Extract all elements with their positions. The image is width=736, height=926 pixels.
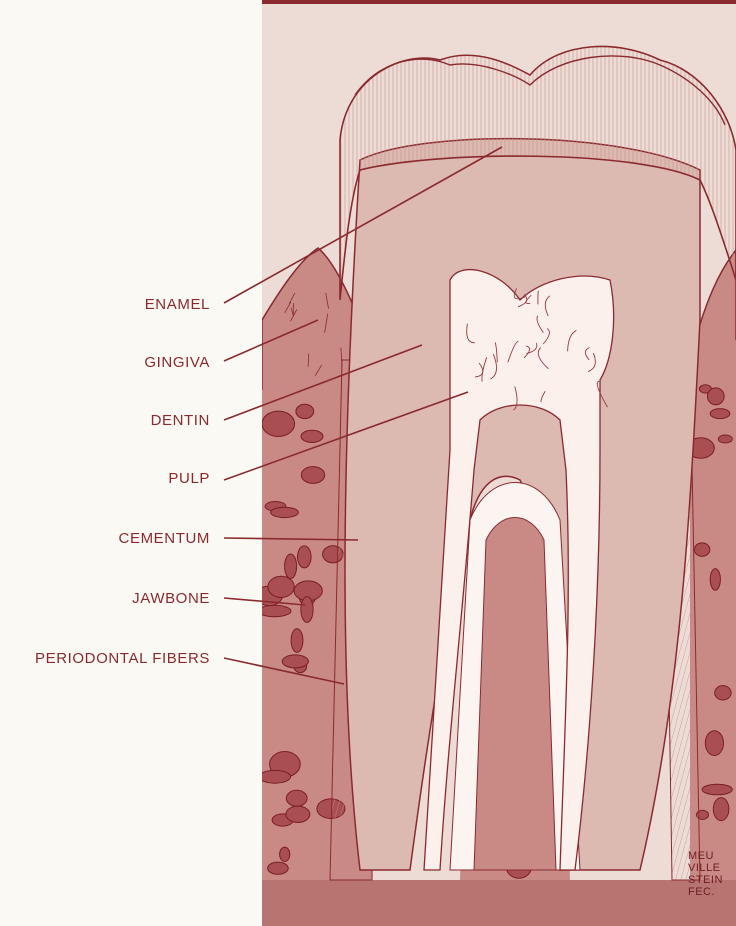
bone-cavity (718, 435, 732, 443)
label-cementum: CEMENTUM (119, 530, 210, 548)
label-jawbone: JAWBONE (132, 590, 210, 608)
artist-signature: MEU VILLE STEIN FEC. (688, 850, 736, 898)
bone-cavity (702, 784, 732, 795)
bone-cavity (707, 388, 724, 405)
label-pulp: PULP (168, 470, 210, 488)
bone-cavity (271, 507, 299, 517)
bone-cavity (280, 847, 290, 861)
bone-cavity (713, 798, 729, 821)
bone-cavity (286, 806, 310, 822)
signature-line: STEIN (688, 874, 736, 886)
bone-cavity (301, 430, 323, 442)
label-periodontal-fibers: PERIODONTAL FIBERS (35, 650, 210, 668)
bone-cavity (298, 546, 312, 568)
signature-line: VILLE (688, 862, 736, 874)
bone-cavity (296, 404, 314, 418)
bone-cavity (710, 569, 720, 591)
top-border (262, 0, 736, 4)
jawbone-base (262, 880, 736, 926)
bone-cavity (268, 576, 294, 597)
bone-cavity (282, 655, 308, 668)
bone-cavity (285, 554, 297, 579)
bone-cavity (291, 629, 303, 653)
bone-cavity (259, 770, 291, 783)
signature-line: MEU (688, 850, 736, 862)
bone-cavity (286, 790, 307, 806)
bone-cavity (301, 597, 313, 623)
bone-cavity (268, 862, 289, 874)
bone-cavity (262, 411, 295, 436)
signature-line: FEC. (688, 886, 736, 898)
bone-cavity (258, 605, 291, 616)
label-dentin: DENTIN (151, 412, 210, 430)
bone-cavity (715, 686, 731, 700)
bone-cavity (301, 467, 324, 484)
interradicular-bone (474, 518, 556, 871)
bone-cavity (710, 409, 730, 419)
bone-cavity (694, 543, 710, 556)
bone-cavity (705, 731, 723, 756)
label-gingiva: GINGIVA (144, 354, 210, 372)
label-enamel: ENAMEL (145, 296, 210, 314)
